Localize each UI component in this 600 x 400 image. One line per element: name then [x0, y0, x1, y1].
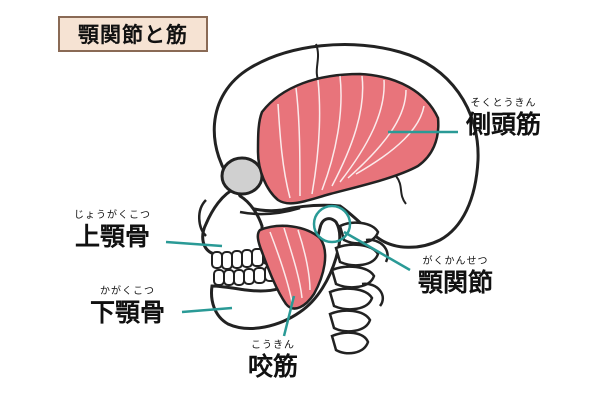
- tmj-label: がくかんせつ 顎関節: [418, 256, 493, 298]
- maxilla-ruby: じょうがくこつ: [74, 210, 151, 221]
- masseter-ruby: こうきん: [251, 340, 295, 351]
- mandible-leader: [181, 306, 233, 314]
- temporalis-muscle: [256, 72, 440, 205]
- masseter-label: こうきん 咬筋: [248, 340, 298, 382]
- masseter-leader: [282, 295, 296, 337]
- temporalis-ruby: そくとうきん: [470, 98, 537, 109]
- cervical-spine: [328, 221, 389, 355]
- mandible-term: 下顎骨: [90, 298, 166, 327]
- tmj-highlight-circle: [312, 204, 352, 244]
- eye-socket: [220, 156, 264, 196]
- mandible-label: かがくこつ 下顎骨: [90, 286, 165, 328]
- temporalis-term: 側頭筋: [466, 110, 542, 139]
- mandible-ruby: かがくこつ: [100, 286, 155, 297]
- maxilla-term: 上顎骨: [74, 222, 150, 251]
- tmj-leader: [343, 230, 411, 272]
- temporalis-label: そくとうきん 側頭筋: [466, 98, 541, 140]
- maxilla-leader: [165, 240, 223, 248]
- maxilla-label: じょうがくこつ 上顎骨: [74, 210, 151, 252]
- masseter-term: 咬筋: [248, 352, 299, 381]
- tmj-term: 顎関節: [418, 268, 494, 297]
- tmj-ruby: がくかんせつ: [422, 256, 489, 267]
- diagram-title: 顎関節と筋: [58, 16, 208, 52]
